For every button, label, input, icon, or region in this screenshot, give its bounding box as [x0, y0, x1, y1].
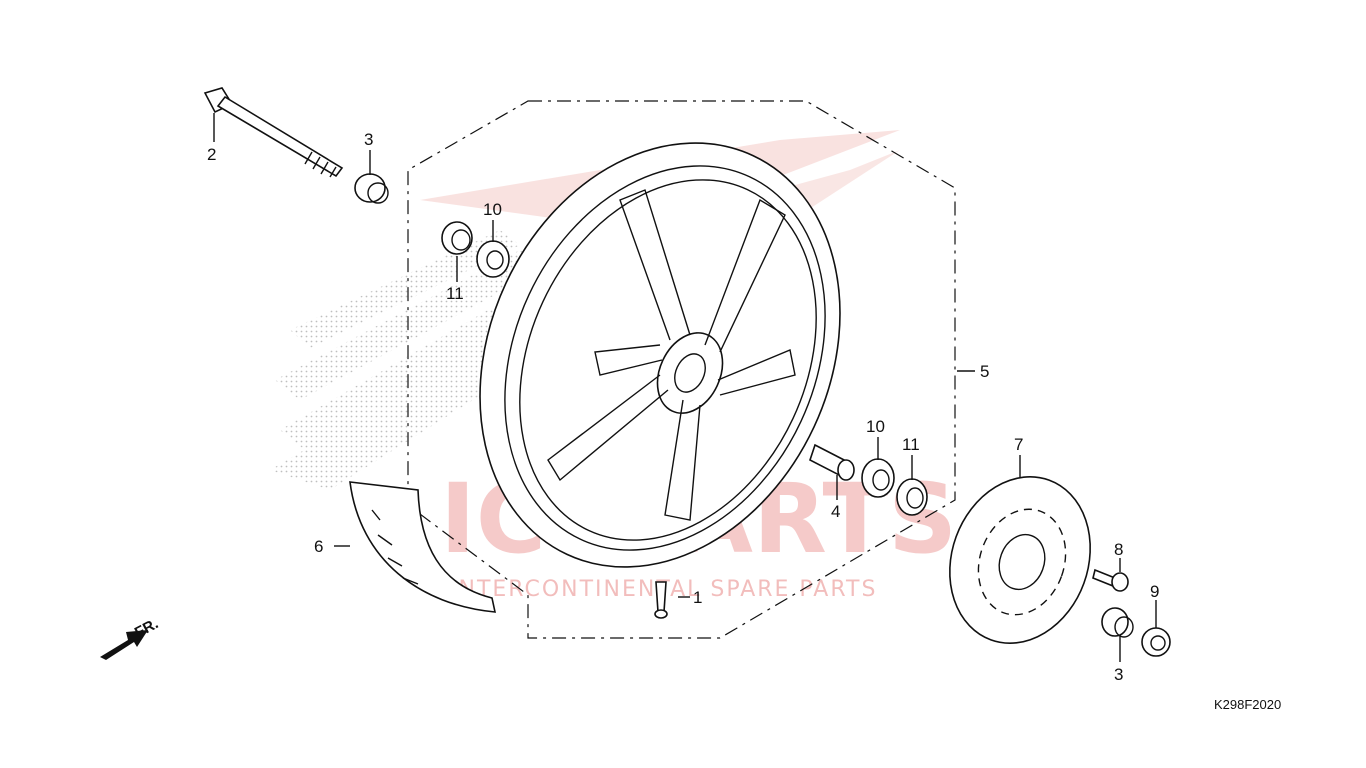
- collar-top-part: [354, 173, 389, 204]
- callout-9: 9: [1150, 582, 1159, 601]
- collar-right-part: [1101, 607, 1134, 638]
- callout-2: 2: [207, 145, 216, 164]
- callout-4: 4: [831, 502, 840, 521]
- callout-6: 6: [314, 537, 323, 556]
- callout-11-right: 11: [902, 435, 920, 454]
- diagram-code: K298F2020: [1214, 697, 1281, 712]
- front-direction-arrow: FR.: [100, 615, 161, 660]
- valve-part: [654, 581, 668, 619]
- bearing-right-part: [861, 458, 895, 498]
- callout-10-top: 10: [483, 200, 502, 219]
- assembly-boundary: [407, 100, 956, 639]
- brake-disc-part: [948, 476, 1092, 644]
- callout-5: 5: [980, 362, 989, 381]
- callout-10-right: 10: [866, 417, 885, 436]
- leader-lines: [213, 113, 1157, 662]
- callout-8: 8: [1114, 540, 1123, 559]
- disc-bolt-part: [1092, 568, 1129, 592]
- axle-nut-part: [1141, 627, 1171, 657]
- dust-seal-top-part: [441, 221, 473, 255]
- wheel-assembly: [479, 142, 841, 568]
- callout-3-right: 3: [1114, 665, 1123, 684]
- bearing-top-part: [476, 240, 510, 278]
- callout-1: 1: [693, 588, 702, 607]
- dust-seal-right-part: [896, 478, 928, 516]
- callout-7: 7: [1014, 435, 1023, 454]
- axle-bolt-part: [203, 87, 344, 178]
- callout-3-top: 3: [364, 130, 373, 149]
- spacer-part: [809, 443, 855, 481]
- tire-part: [349, 481, 497, 613]
- callout-11-top: 11: [446, 284, 464, 303]
